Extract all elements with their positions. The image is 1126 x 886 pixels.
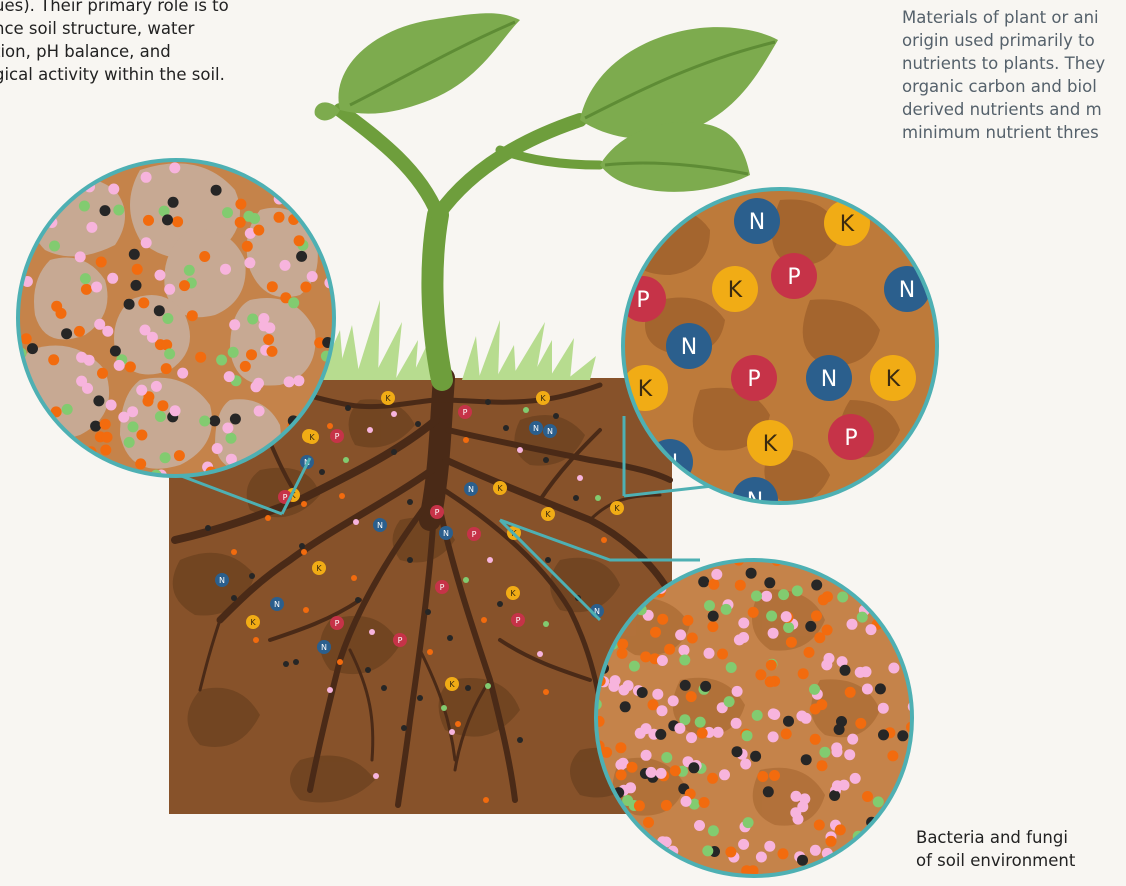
phosphorus-marker-lens-7: P <box>731 355 777 401</box>
nitrogen-marker-soil-5: N <box>529 421 543 435</box>
svg-text:P: P <box>435 508 440 517</box>
svg-text:P: P <box>335 432 340 441</box>
potassium-marker-soil-24: K <box>246 615 260 629</box>
nitrogen-marker-soil-23: N <box>270 597 284 611</box>
svg-text:K: K <box>540 394 546 403</box>
svg-text:P: P <box>283 493 288 502</box>
potassium-marker-lens-11: K <box>747 420 793 466</box>
svg-text:P: P <box>844 426 857 451</box>
svg-text:P: P <box>472 530 477 539</box>
svg-text:N: N <box>274 600 280 609</box>
svg-text:K: K <box>316 564 322 573</box>
svg-text:K: K <box>728 278 743 303</box>
svg-text:P: P <box>335 619 340 628</box>
svg-text:P: P <box>440 583 445 592</box>
nitrogen-marker-soil-13: N <box>373 518 387 532</box>
phosphorus-marker-soil-17: P <box>467 527 481 541</box>
phosphorus-marker-soil-4: P <box>330 429 344 443</box>
phosphorus-marker-lens-3: P <box>771 253 817 299</box>
nitrogen-marker-soil-18: N <box>439 526 453 540</box>
svg-text:N: N <box>377 521 383 530</box>
phosphorus-marker-soil-11: P <box>430 505 444 519</box>
potassium-marker-soil-30: K <box>445 677 459 691</box>
potassium-marker-soil-19: K <box>312 561 326 575</box>
nitrogen-marker-lens-6: N <box>666 323 712 369</box>
phosphorus-marker-soil-26: P <box>511 613 525 627</box>
svg-text:K: K <box>250 618 256 627</box>
microbes-caption: Bacteria and fungi of soil environment <box>916 826 1075 872</box>
potassium-marker-soil-0: K <box>381 391 395 405</box>
svg-text:K: K <box>614 504 620 513</box>
svg-text:K: K <box>638 377 653 402</box>
potassium-marker-lens-1: K <box>824 200 870 246</box>
phosphorus-marker-lens-12: P <box>828 414 874 460</box>
svg-text:K: K <box>449 680 455 689</box>
svg-text:K: K <box>510 589 516 598</box>
svg-text:P: P <box>516 616 521 625</box>
svg-text:N: N <box>547 427 553 436</box>
caption-line-1: Bacteria and fungi <box>916 826 1075 849</box>
svg-text:N: N <box>468 485 474 494</box>
nitrogen-marker-lens-4: N <box>884 266 930 312</box>
svg-text:P: P <box>398 636 403 645</box>
potassium-marker-lens-9: K <box>870 355 916 401</box>
svg-text:N: N <box>533 424 539 433</box>
nitrogen-marker-lens-0: N <box>734 198 780 244</box>
potassium-marker-soil-16: K <box>610 501 624 515</box>
svg-text:N: N <box>681 335 697 360</box>
potassium-marker-soil-9: K <box>493 481 507 495</box>
potassium-marker-soil-31: K <box>305 430 319 444</box>
svg-text:N: N <box>749 210 765 235</box>
phosphorus-marker-soil-28: P <box>393 633 407 647</box>
potassium-marker-lens-2: K <box>712 266 758 312</box>
nitrogen-marker-soil-20: N <box>215 573 229 587</box>
svg-text:P: P <box>747 367 760 392</box>
phosphorus-marker-soil-1: P <box>458 405 472 419</box>
svg-text:K: K <box>763 432 778 457</box>
svg-text:K: K <box>886 367 901 392</box>
svg-text:K: K <box>497 484 503 493</box>
phosphorus-marker-soil-21: P <box>435 580 449 594</box>
svg-text:K: K <box>309 433 315 442</box>
nitrogen-marker-soil-6: N <box>543 424 557 438</box>
svg-text:N: N <box>899 278 915 303</box>
svg-text:P: P <box>787 265 800 290</box>
svg-text:K: K <box>840 212 855 237</box>
caption-line-2: of soil environment <box>916 849 1075 872</box>
svg-text:K: K <box>545 510 551 519</box>
svg-text:N: N <box>443 529 449 538</box>
nitrogen-marker-soil-29: N <box>317 640 331 654</box>
svg-text:P: P <box>636 288 649 313</box>
svg-text:N: N <box>821 367 837 392</box>
phosphorus-marker-soil-25: P <box>330 616 344 630</box>
potassium-marker-soil-22: K <box>506 586 520 600</box>
nitrogen-marker-soil-8: N <box>464 482 478 496</box>
svg-text:N: N <box>321 643 327 652</box>
nitrogen-marker-lens-8: N <box>806 355 852 401</box>
svg-text:N: N <box>219 576 225 585</box>
potassium-marker-soil-2: K <box>536 391 550 405</box>
svg-text:P: P <box>463 408 468 417</box>
svg-text:K: K <box>385 394 391 403</box>
potassium-marker-soil-14: K <box>541 507 555 521</box>
